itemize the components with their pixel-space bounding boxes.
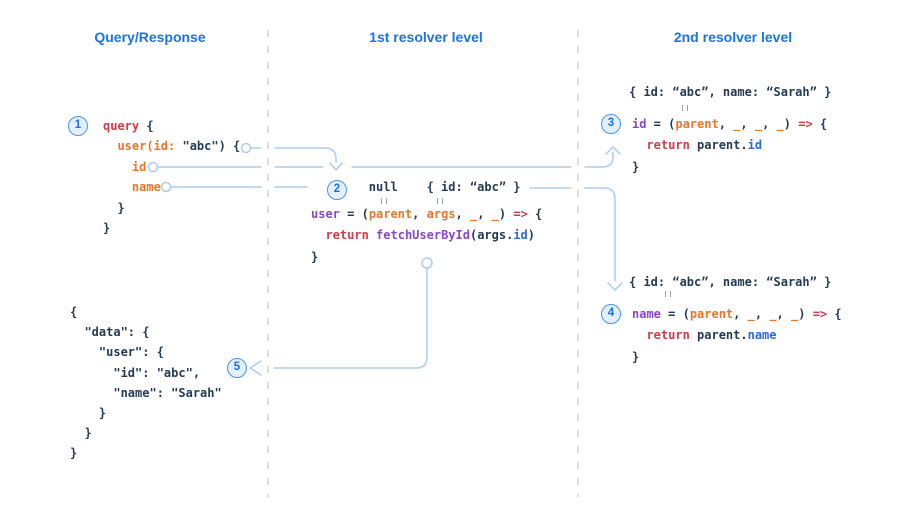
id-resolver-parent-object: { id: “abc”, name: “Sarah” } <box>629 85 832 99</box>
equals-ditto-icon <box>381 198 387 204</box>
equals-ditto-icon <box>682 105 688 111</box>
step-badge-5: 5 <box>227 358 247 378</box>
equals-ditto-icon <box>437 198 443 204</box>
step-badge-2: 2 <box>327 180 347 200</box>
json-response-code: { "data": { "user": { "id": "abc", "name… <box>70 305 222 461</box>
resolver1-user-function-code: user = (parent, args, _, _) => { return … <box>311 207 543 264</box>
arrowhead-up-icon <box>605 146 621 155</box>
field-anchor-circle-icon <box>160 181 172 193</box>
connector-user-to-resolver1 <box>249 147 337 163</box>
step-badge-1: 1 <box>68 116 88 136</box>
connector-resolver1-to-response <box>273 267 428 369</box>
arrowhead-left-icon <box>249 360 262 376</box>
column-header-1st-resolver-level: 1st resolver level <box>369 29 483 45</box>
resolver1-argument-values: null { id: “abc” } <box>368 180 521 194</box>
name-resolver-parent-object: { id: “abc”, name: “Sarah” } <box>629 275 832 289</box>
column-header-query-response: Query/Response <box>94 29 206 45</box>
equals-ditto-icon <box>665 291 671 297</box>
resolver-output-anchor-circle-icon <box>421 257 433 269</box>
step-badge-3: 3 <box>601 114 621 134</box>
arrowhead-down-icon <box>607 282 623 291</box>
arrowhead-down-icon <box>329 162 343 171</box>
graphql-query-code: query { user(id: "abc") { id name }} <box>103 119 241 235</box>
field-anchor-circle-icon <box>147 161 159 173</box>
id-resolver-function-code: id = (parent, _, _, _) => { return paren… <box>632 117 828 174</box>
name-resolver-function-code: name = (parent, _, _, _) => { return par… <box>632 307 842 364</box>
step-badge-4: 4 <box>601 304 621 324</box>
connector-id-to-id-resolver <box>157 151 614 168</box>
field-anchor-circle-icon <box>240 142 252 154</box>
column-header-2nd-resolver-level: 2nd resolver level <box>673 29 793 45</box>
connector-result-to-name-resolver <box>529 187 616 282</box>
